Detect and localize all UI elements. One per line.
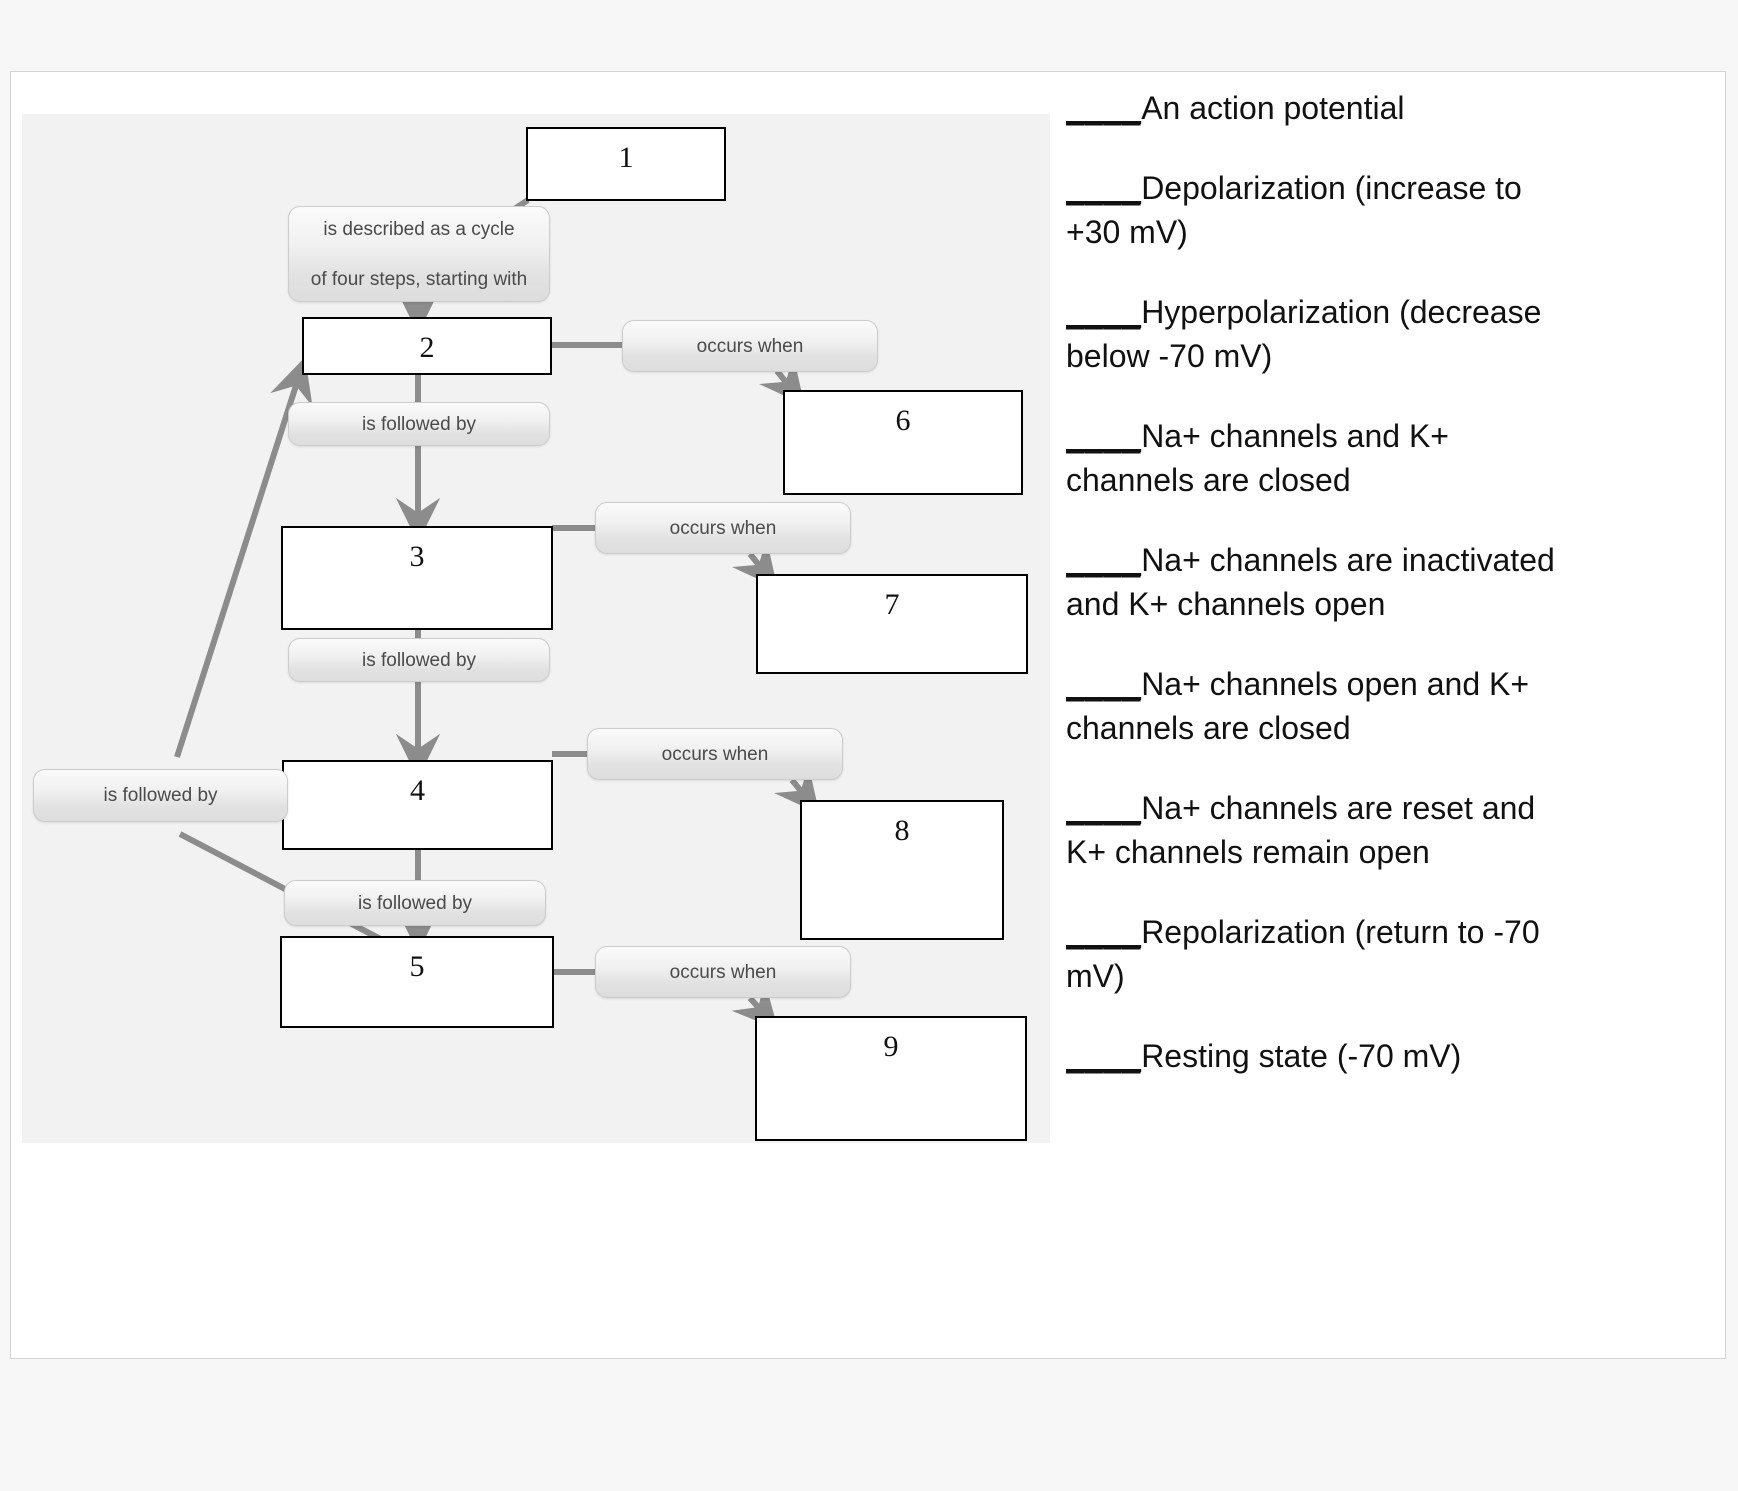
node-box-6[interactable]: 6 xyxy=(783,390,1023,495)
answer-text: Na+ channels and K+ channels are closed xyxy=(1066,418,1449,498)
node-box-5[interactable]: 5 xyxy=(280,936,554,1028)
answer-blank[interactable]: ____ xyxy=(1066,542,1142,578)
relation-label: occurs when xyxy=(669,961,777,983)
answer-item[interactable]: ____Na+ channels are reset and K+ channe… xyxy=(1066,786,1566,874)
relation-pill-described-as-cycle[interactable]: is described as a cycle of four steps, s… xyxy=(288,206,550,302)
relation-pill-occurs-when-2[interactable]: occurs when xyxy=(622,320,878,372)
answer-item[interactable]: ____Depolarization (increase to +30 mV) xyxy=(1066,166,1566,254)
answer-item[interactable]: ____Resting state (-70 mV) xyxy=(1066,1034,1566,1078)
relation-label: is followed by xyxy=(103,785,218,806)
node-box-3[interactable]: 3 xyxy=(281,526,553,630)
answer-item[interactable]: ____Na+ channels and K+ channels are clo… xyxy=(1066,414,1566,502)
edge-r2-to-n6 xyxy=(759,356,805,406)
relation-line-1: is described as a cycle xyxy=(323,218,515,240)
answer-text: An action potential xyxy=(1141,90,1405,126)
node-box-1[interactable]: 1 xyxy=(526,127,726,201)
relation-label: occurs when xyxy=(669,517,777,539)
relation-label: occurs when xyxy=(696,335,804,357)
relation-pill-followed-by-3-4[interactable]: is followed by xyxy=(288,638,550,682)
relation-pill-followed-by-4-5[interactable]: is followed by xyxy=(284,880,546,926)
edge-r4-to-n7 xyxy=(732,539,778,589)
answer-bank-list: ____An action potential ____Depolarizati… xyxy=(1066,86,1566,1356)
edge-r7-to-n8 xyxy=(774,765,820,815)
answer-item[interactable]: ____Na+ channels open and K+ channels ar… xyxy=(1066,662,1566,750)
node-box-8[interactable]: 8 xyxy=(800,800,1004,940)
relation-label: is followed by xyxy=(361,413,477,435)
answer-text: Na+ channels are inactivated and K+ chan… xyxy=(1066,542,1555,622)
answer-item[interactable]: ____Hyperpolarization (decrease below -7… xyxy=(1066,290,1566,378)
answer-blank[interactable]: ____ xyxy=(1066,1038,1142,1074)
answer-blank[interactable]: ____ xyxy=(1066,418,1142,454)
answer-blank[interactable]: ____ xyxy=(1066,666,1142,702)
answer-text: Repolarization (return to -70 mV) xyxy=(1066,914,1540,994)
answer-item[interactable]: ____Repolarization (return to -70 mV) xyxy=(1066,910,1566,998)
answer-blank[interactable]: ____ xyxy=(1066,90,1142,126)
edge-r9-to-n9 xyxy=(731,981,779,1030)
relation-pill-occurs-when-5[interactable]: occurs when xyxy=(595,946,851,998)
relation-pill-occurs-when-4[interactable]: occurs when xyxy=(587,728,843,780)
node-box-9[interactable]: 9 xyxy=(755,1016,1027,1141)
relation-pill-occurs-when-3[interactable]: occurs when xyxy=(595,502,851,554)
relation-label: occurs when xyxy=(661,743,769,765)
relation-pill-followed-by-2-3[interactable]: is followed by xyxy=(288,402,550,446)
answer-item[interactable]: ____Na+ channels are inactivated and K+ … xyxy=(1066,538,1566,626)
node-box-4[interactable]: 4 xyxy=(282,760,553,850)
answer-text: Na+ channels open and K+ channels are cl… xyxy=(1066,666,1530,746)
answer-text: Depolarization (increase to +30 mV) xyxy=(1066,170,1522,250)
relation-label: is followed by xyxy=(361,649,477,671)
concept-map-canvas[interactable]: 1 2 3 4 5 6 7 8 9 is described as a cycl… xyxy=(22,114,1050,1143)
answer-blank[interactable]: ____ xyxy=(1066,790,1142,826)
document-card: 1 2 3 4 5 6 7 8 9 is described as a cycl… xyxy=(10,71,1726,1359)
relation-line-2: of four steps, starting with xyxy=(310,268,528,290)
answer-blank[interactable]: ____ xyxy=(1066,170,1142,206)
answer-blank[interactable]: ____ xyxy=(1066,294,1142,330)
relation-pill-followed-by-5-2[interactable]: is followed by xyxy=(33,769,288,822)
relation-label: is followed by xyxy=(357,892,473,914)
node-box-2[interactable]: 2 xyxy=(302,317,552,375)
answer-blank[interactable]: ____ xyxy=(1066,914,1142,950)
answer-item[interactable]: ____An action potential xyxy=(1066,86,1566,130)
answer-text: Resting state (-70 mV) xyxy=(1141,1038,1462,1074)
node-box-7[interactable]: 7 xyxy=(756,574,1028,674)
answer-text: Na+ channels are reset and K+ channels r… xyxy=(1066,790,1536,870)
edge-r6-to-n2 xyxy=(174,357,313,758)
answer-text: Hyperpolarization (decrease below -70 mV… xyxy=(1066,294,1542,374)
